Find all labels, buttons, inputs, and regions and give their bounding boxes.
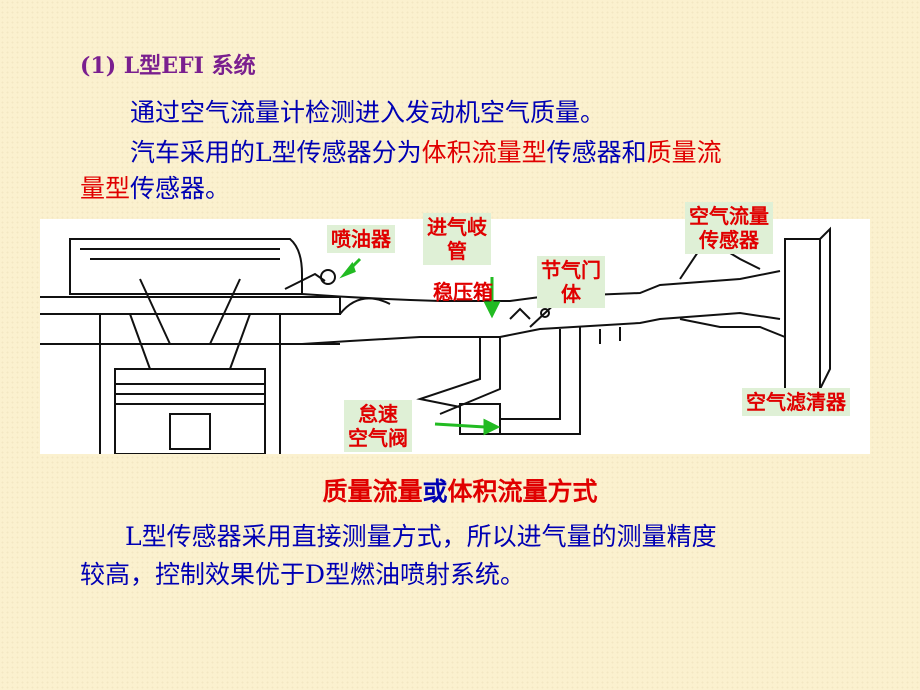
label-air-filter: 空气滤清器: [742, 388, 850, 416]
caption-mass: 质量流量: [322, 477, 423, 506]
label-idle-air-valve: 怠速 空气阀: [344, 400, 412, 452]
para1-line3: 量型传感器。: [80, 172, 230, 206]
diagram-caption: 质量流量或体积流量方式: [0, 472, 920, 508]
para1-text: 汽车采用的L型传感器分为: [130, 138, 422, 167]
para1-line2: 汽车采用的L型传感器分为体积流量型传感器和质量流: [130, 136, 722, 170]
para1-text: 传感器。: [130, 174, 231, 203]
para1-text: 传感器和: [546, 138, 647, 167]
label-intake-manifold: 进气岐 管: [423, 213, 491, 265]
volume-flow-term: 体积流量型: [421, 138, 547, 167]
caption-or: 或: [422, 477, 448, 506]
para1-line1: 通过空气流量计检测进入发动机空气质量。: [130, 98, 606, 127]
section-title: (1) L型EFI 系统: [80, 53, 256, 79]
para2-line2: 较高，控制效果优于D型燃油喷射系统。: [80, 560, 526, 589]
label-air-flow-sensor: 空气流量 传感器: [685, 202, 773, 254]
engine-intake-drawing: [40, 226, 831, 454]
mass-flow-term-cont: 量型: [80, 174, 131, 203]
para2-line1: L型传感器采用直接测量方式，所以进气量的测量精度: [125, 522, 717, 551]
label-injector: 喷油器: [327, 225, 395, 253]
mass-flow-term: 质量流: [646, 138, 722, 167]
label-throttle-body: 节气门 体: [537, 256, 605, 308]
label-surge-tank: 稳压箱: [433, 280, 493, 304]
caption-volume: 体积流量方式: [447, 477, 598, 506]
